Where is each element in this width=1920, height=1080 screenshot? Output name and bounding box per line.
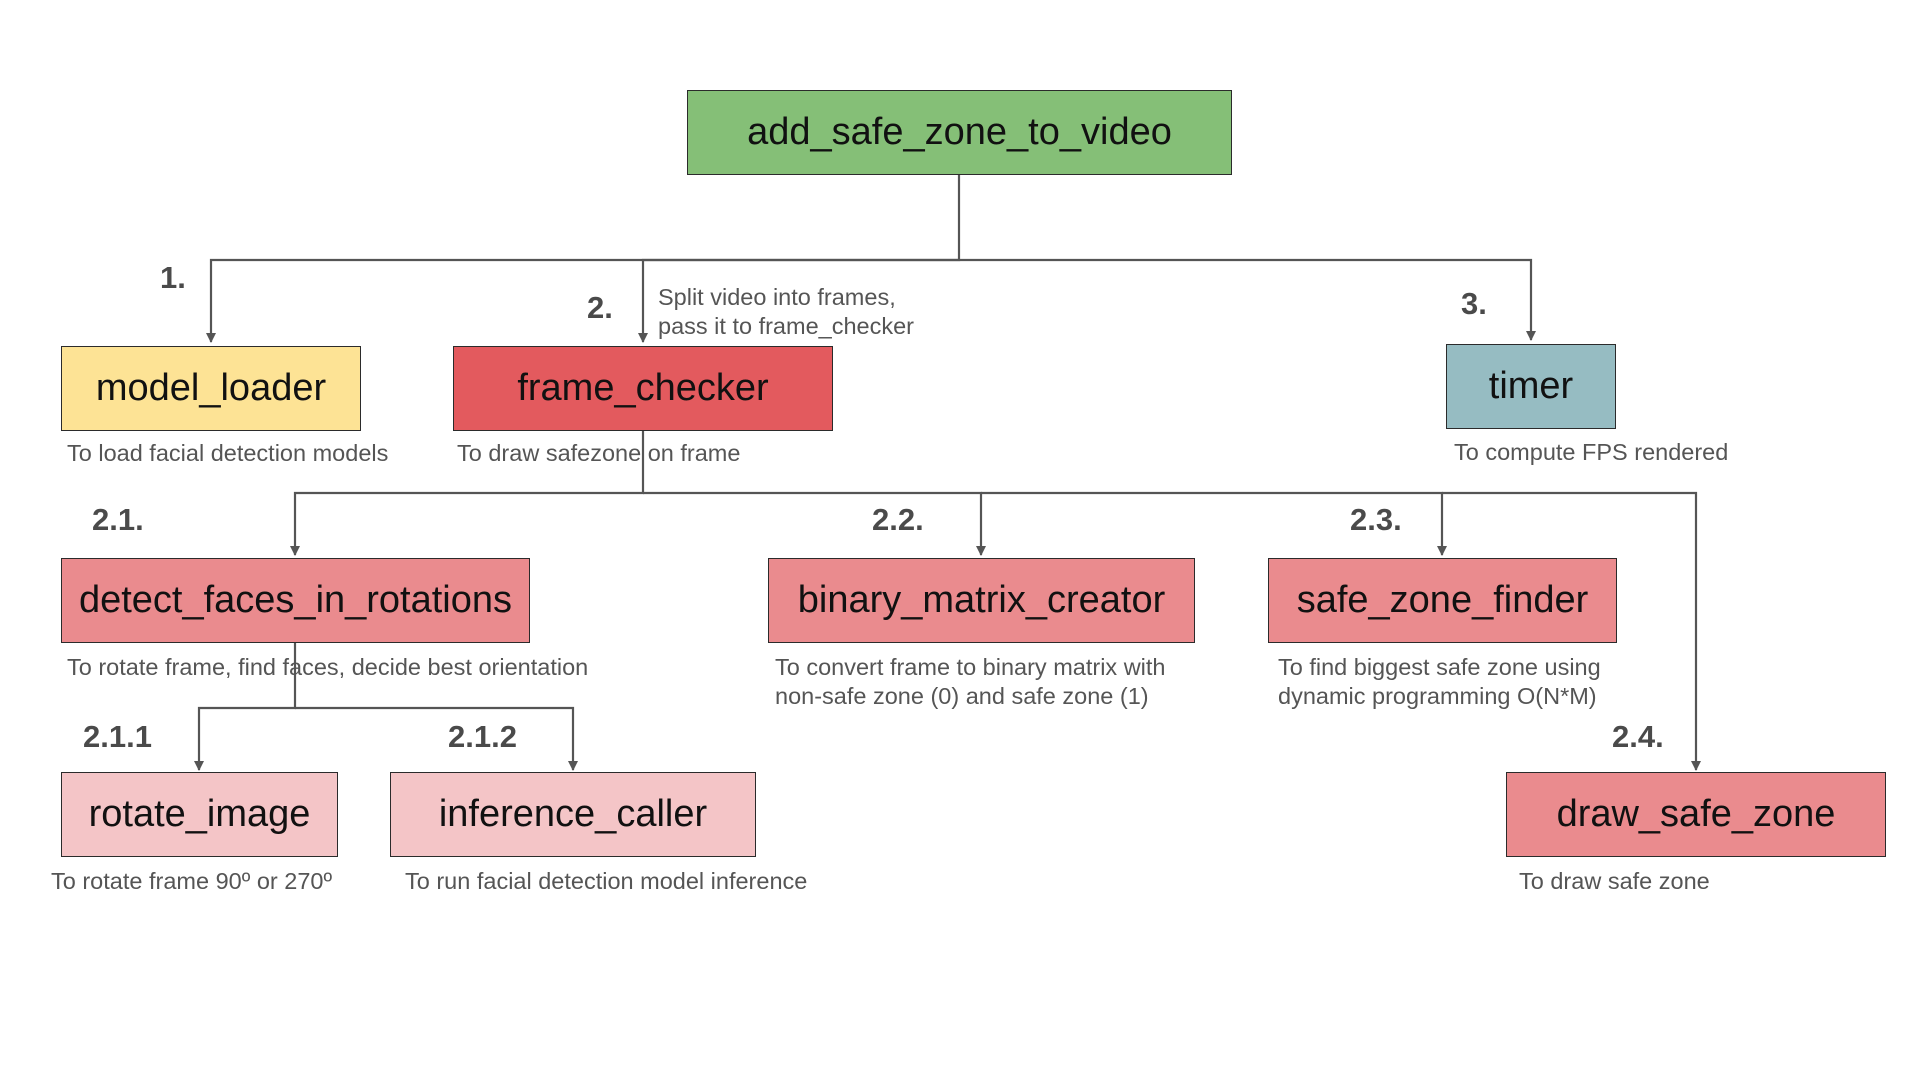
safe-zone-finder-description: To find biggest safe zone using dynamic …	[1278, 654, 1601, 709]
model-loader-description: To load facial detection models	[67, 440, 389, 466]
edge-frame-checker-to-draw-safe-zone	[1442, 491, 1701, 771]
node-detect-faces-in-rotations: detect_faces_in_rotations	[61, 558, 530, 643]
edge-frame-checker-to-binary-matrix	[643, 491, 986, 556]
edge-root-to-timer	[959, 258, 1536, 341]
node-safe-zone-finder: safe_zone_finder	[1268, 558, 1617, 643]
draw-safe-zone-description: To draw safe zone	[1519, 868, 1710, 894]
node-add-safe-zone-to-video: add_safe_zone_to_video	[687, 90, 1232, 175]
edge-frame-checker-to-detect-faces	[290, 430, 645, 556]
inference-caller-description: To run facial detection model inference	[405, 868, 808, 894]
binary-matrix-description: To convert frame to binary matrix with n…	[775, 654, 1166, 709]
node-draw-safe-zone: draw_safe_zone	[1506, 772, 1886, 857]
node-model-loader: model_loader	[61, 346, 361, 431]
rotate-image-description: To rotate frame 90º or 270º	[51, 868, 333, 894]
node-number-1: 1.	[160, 260, 186, 295]
node-timer: timer	[1446, 344, 1616, 429]
node-number-2-1-2: 2.1.2	[448, 719, 517, 754]
node-number-2-1: 2.1.	[92, 502, 144, 537]
node-rotate-image: rotate_image	[61, 772, 338, 857]
edge-detect-faces-to-inference-caller	[295, 706, 578, 771]
node-frame-checker: frame_checker	[453, 346, 833, 431]
edge-detect-faces-to-rotate-image	[194, 642, 297, 771]
timer-description: To compute FPS rendered	[1454, 439, 1729, 465]
node-number-2-2: 2.2.	[872, 502, 924, 537]
edge-root-to-model-loader	[206, 175, 961, 343]
node-number-2: 2.	[587, 290, 613, 325]
frame-checker-description: To draw safezone on frame	[457, 440, 741, 466]
node-number-2-1-1: 2.1.1	[83, 719, 152, 754]
detect-faces-description: To rotate frame, find faces, decide best…	[67, 654, 589, 680]
node-inference-caller: inference_caller	[390, 772, 756, 857]
node-binary-matrix-creator: binary_matrix_creator	[768, 558, 1195, 643]
node-number-2-3: 2.3.	[1350, 502, 1402, 537]
node-number-3: 3.	[1461, 286, 1487, 321]
node-number-2-4: 2.4.	[1612, 719, 1664, 754]
frame-checker-edge-note: Split video into frames, pass it to fram…	[658, 284, 914, 339]
edge-root-to-frame-checker	[638, 258, 959, 343]
